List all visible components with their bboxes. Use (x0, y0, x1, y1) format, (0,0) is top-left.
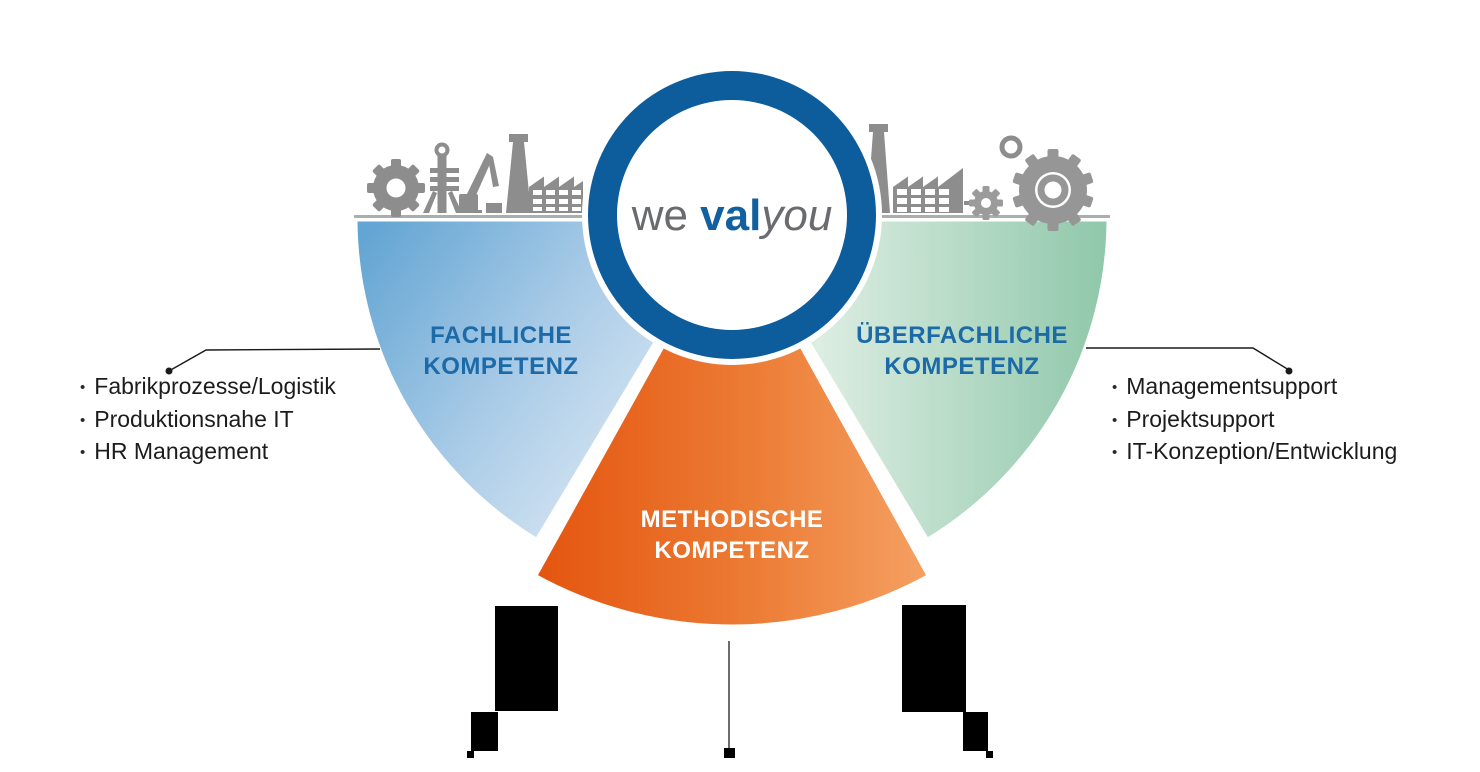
industry-skyline-left (367, 134, 583, 217)
wedge-title-fachliche: FACHLICHE KOMPETENZ (423, 322, 579, 380)
list-item-label: HR Management (94, 438, 269, 464)
factory-icon (529, 176, 583, 213)
callout-list-right: • Managementsupport • Projektsupport • I… (1112, 372, 1397, 470)
bullet-icon: • (80, 379, 86, 396)
logo-circle-face (617, 100, 847, 330)
wedge-methodische (529, 214, 935, 632)
cropped-bottom-graphics (467, 605, 993, 758)
bullet-icon: • (1112, 444, 1118, 461)
bullet-icon: • (80, 444, 86, 461)
callout-dot-left (165, 367, 173, 375)
chain-dash-icon (964, 201, 971, 205)
wedge-title-ueberfachliche: ÜBERFACHLICHE KOMPETENZ (856, 322, 1068, 380)
cropped-shape-left-tall (495, 606, 558, 711)
bubble-icon (999, 135, 1023, 159)
callout-lines (165, 347, 1293, 375)
cropped-shape-left-small (471, 712, 498, 751)
cropped-shape-right-tiny (986, 751, 993, 758)
list-item: • Managementsupport (1112, 372, 1397, 405)
bullet-icon: • (1112, 379, 1118, 396)
logo-we: we (631, 191, 701, 240)
list-item-label: IT-Konzeption/Entwicklung (1126, 438, 1398, 464)
list-item: • Produktionsnahe IT (80, 405, 336, 438)
gear-icon (367, 159, 425, 217)
factory-icon (893, 168, 963, 213)
list-item-label: Produktionsnahe IT (94, 405, 294, 432)
list-item: • Projektsupport (1112, 405, 1397, 438)
cropped-shape-right-tall (902, 605, 966, 712)
logo-you: you (761, 191, 833, 240)
list-item-label: Managementsupport (1126, 373, 1338, 399)
list-item-label: Fabrikprozesse/Logistik (94, 373, 336, 399)
industry-skyline-right (867, 124, 1094, 231)
gear-icon-large (1012, 149, 1094, 231)
logo-val: val (700, 191, 762, 240)
callout-line-left (168, 348, 381, 372)
bullet-icon: • (80, 411, 86, 429)
callout-dot-right (1285, 367, 1293, 375)
wedge-title-methodische: METHODISCHE KOMPETENZ (640, 506, 824, 564)
callout-list-left: • Fabrikprozesse/Logistik • Produktionsn… (80, 372, 336, 470)
list-item: • Fabrikprozesse/Logistik (80, 372, 336, 405)
crane-icon (456, 153, 502, 213)
logo-circle (582, 65, 882, 365)
list-item: • HR Management (80, 437, 336, 470)
cropped-shape-right-small (963, 712, 988, 751)
ground-line-left (354, 215, 583, 218)
callout-line-right (1086, 347, 1290, 371)
chimney-icon (506, 134, 531, 213)
list-item-label: Projektsupport (1126, 405, 1275, 432)
bullet-icon: • (1112, 411, 1118, 429)
list-item: • IT-Konzeption/Entwicklung (1112, 437, 1397, 470)
derrick-icon (423, 142, 462, 213)
center-pointer-block (724, 748, 735, 758)
cropped-shape-left-tiny (467, 751, 474, 758)
gear-icon-small (969, 186, 1003, 220)
